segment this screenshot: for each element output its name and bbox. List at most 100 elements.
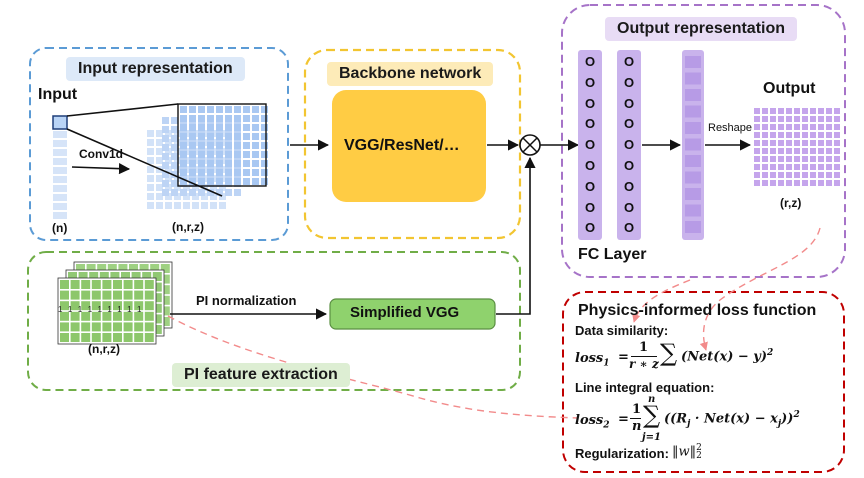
pi-grid-cell — [76, 264, 85, 273]
output-label: Output — [763, 80, 816, 97]
grid-cell — [165, 130, 172, 137]
fc-neuron-cell — [685, 188, 701, 200]
output-cell — [778, 140, 784, 146]
backbone-network-label: VGG/ResNet/… — [344, 137, 460, 154]
output-cell — [762, 180, 768, 186]
grid-cell — [201, 202, 208, 209]
pi-grid-cell — [113, 333, 122, 342]
grid-cell — [243, 160, 250, 167]
grid-cell — [189, 124, 196, 131]
output-cell — [818, 180, 824, 186]
reg-sup: 2 — [696, 443, 702, 453]
loss2-lhs: loss2 — [575, 413, 610, 431]
arrow-vgg-to-combine — [496, 156, 536, 315]
grid-cell — [156, 202, 163, 209]
loss1-frac-bar — [631, 356, 657, 357]
grid-cell — [174, 202, 181, 209]
loss1-frac-den: r ∗ z — [629, 357, 659, 371]
pi-grid-cell — [60, 280, 69, 289]
input-vector-cell — [53, 212, 67, 219]
grid-cell — [198, 133, 205, 140]
fc-layer-label: FC Layer — [578, 246, 647, 263]
output-cell — [794, 172, 800, 178]
grid-cell — [147, 202, 154, 209]
output-cell — [826, 172, 832, 178]
grid-cell — [234, 151, 241, 158]
grid-cell — [171, 135, 178, 142]
pi-grid-cell — [102, 311, 112, 321]
grid-cell — [261, 106, 268, 113]
grid-cell — [198, 178, 205, 185]
output-cell — [834, 116, 840, 122]
grid-cell — [252, 115, 259, 122]
pi-grid-cell — [60, 311, 69, 321]
loss2-body-start: ((R — [664, 411, 688, 427]
grid-cell — [156, 175, 163, 182]
pi-grid-cell — [123, 290, 133, 300]
output-cell — [818, 172, 824, 178]
pi-grid-cell — [81, 311, 91, 321]
pi-grid-cell — [113, 301, 122, 311]
output-cell — [802, 180, 808, 186]
grid-cell — [165, 193, 172, 200]
dashed-link-pi-to-loss — [167, 315, 579, 419]
pi-grid-cell — [160, 306, 170, 316]
fc-neuron: O — [623, 116, 635, 132]
grid-cell — [189, 160, 196, 167]
output-cell — [754, 108, 760, 114]
output-cell — [810, 172, 816, 178]
loss1-subscript: 1 — [603, 358, 610, 369]
grid-cell — [201, 193, 208, 200]
grid-cell — [180, 106, 187, 113]
loss2-squared: 2 — [793, 410, 800, 420]
output-cell — [794, 132, 800, 138]
pi-grid-cell — [81, 301, 91, 311]
loss2-body-sub: j — [687, 418, 691, 429]
output-cell — [762, 116, 768, 122]
grid-cell — [216, 189, 223, 196]
grid-cell — [234, 178, 241, 185]
pi-grid-cell — [91, 280, 101, 289]
output-cell — [770, 156, 776, 162]
loss2-name: loss — [575, 413, 604, 428]
grid-cell — [261, 169, 268, 176]
pi-grid-cell — [81, 290, 91, 300]
grid-cell — [147, 175, 154, 182]
grid-cell — [198, 151, 205, 158]
grid-cell — [165, 139, 172, 146]
grid-cell — [225, 160, 232, 167]
loss2-sum: ∑ — [643, 401, 661, 429]
output-cell — [770, 180, 776, 186]
input-label: Input — [38, 86, 78, 103]
grid-cell — [165, 157, 172, 164]
output-cell — [786, 148, 792, 154]
grid-cell — [156, 130, 163, 137]
grid-cell — [189, 142, 196, 149]
pi-grid-cell — [70, 301, 80, 311]
physics-informed-loss-box — [562, 291, 845, 473]
pi-grid-cell — [134, 311, 144, 321]
output-cell — [794, 116, 800, 122]
input-dim-n: (n) — [52, 221, 68, 235]
grid-cell — [243, 169, 250, 176]
grid-cell — [207, 151, 214, 158]
grid-cell — [243, 151, 250, 158]
output-cell — [778, 148, 784, 154]
fc-neuron-cell — [685, 72, 701, 85]
output-cell — [834, 172, 840, 178]
grid-cell — [165, 175, 172, 182]
loss2-body: ((Rj · Net(x) − xj)(Net(x) − y))2 — [664, 410, 800, 429]
input-vector-cell — [53, 131, 67, 138]
loss2-frac-den: n — [632, 419, 642, 434]
pi-grid-cell — [152, 325, 162, 334]
output-cell — [802, 164, 808, 170]
conv1d-label: Conv1d — [79, 147, 124, 161]
grid-cell — [162, 171, 169, 178]
pi-grid-cell — [102, 322, 112, 332]
grid-cell — [162, 126, 169, 133]
fc-neuron: O — [584, 116, 596, 132]
grid-cell — [210, 202, 217, 209]
grid-cell — [174, 184, 181, 191]
grid-cell — [147, 157, 154, 164]
output-cell — [794, 140, 800, 146]
